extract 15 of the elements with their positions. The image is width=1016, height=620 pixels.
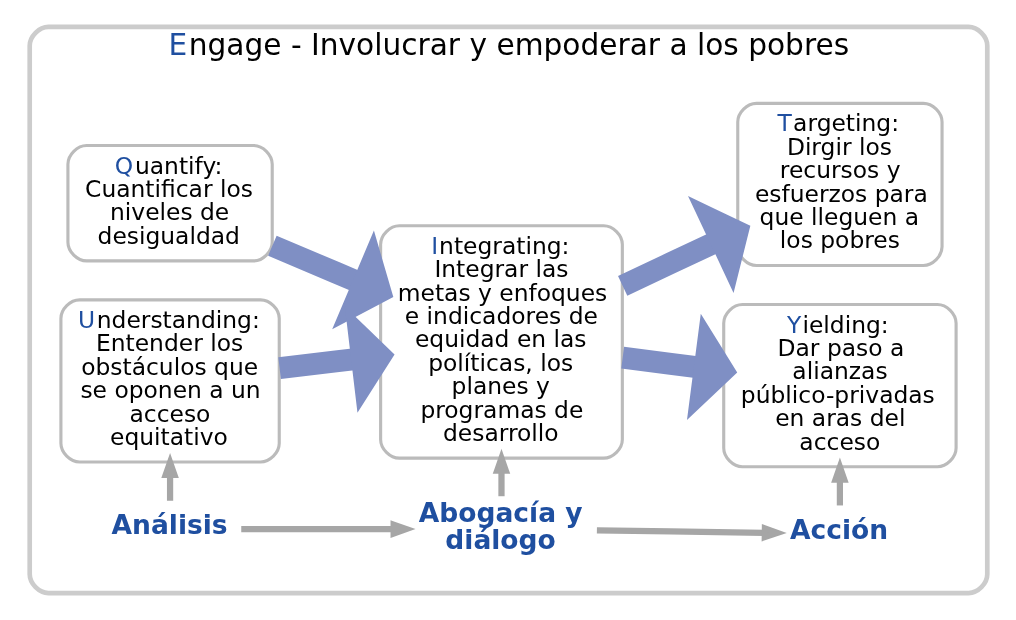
node-text: Análisis [111, 508, 228, 540]
arrow [830, 457, 849, 506]
node-text: Abogacía y diálogo [418, 497, 583, 555]
arrow [492, 448, 510, 497]
node-box: Targeting: Dirgir los recursos y esfuerzos para que lleguen a los pobres [735, 101, 944, 268]
arrow [267, 230, 393, 330]
node-box: Integrating: Integrar las metas y enfoques e indicadores de equidad en las políticas, los planes y programas de desarrollo [378, 224, 624, 460]
arrow [617, 195, 750, 296]
node-box: Quantify: Cuantificar los niveles de desigualdad [65, 143, 274, 263]
arrow [620, 313, 737, 420]
node-box: Yielding: Dar paso a alianzas público-privadas en aras del acceso [721, 303, 958, 469]
arrow [240, 520, 416, 538]
arrow [596, 523, 787, 542]
arrow [160, 452, 179, 501]
node-text: Acción [789, 513, 888, 545]
